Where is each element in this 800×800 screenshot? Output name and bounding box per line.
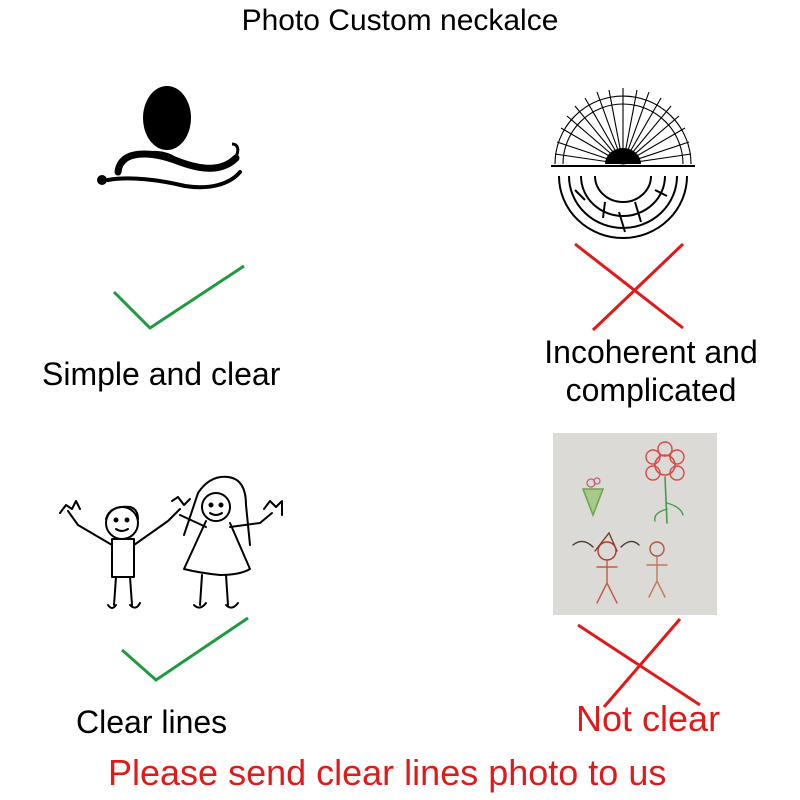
- clear-lines-label: Clear lines: [76, 704, 228, 740]
- clear-line-drawing-image: [59, 475, 283, 609]
- check-mark-icon: [121, 616, 249, 682]
- cross-mark-icon: [577, 618, 701, 708]
- simple-silhouette-image: [97, 86, 242, 190]
- complicated-radial-image: [551, 88, 695, 239]
- footer-instruction: Please send clear lines photo to us: [108, 752, 667, 793]
- incoherent-label-line2: complicated: [565, 372, 737, 408]
- incoherent-label: Incoherent and complicated: [520, 333, 782, 409]
- simple-and-clear-label: Simple and clear: [42, 356, 281, 392]
- page-title: Photo Custom neckalce: [241, 4, 559, 37]
- incoherent-label-line1: Incoherent and: [544, 334, 758, 370]
- check-mark-icon: [112, 264, 245, 330]
- unclear-photo-image: [553, 433, 717, 615]
- unclear-photo-drawing: [572, 441, 685, 604]
- cross-mark-icon: [574, 242, 685, 332]
- not-clear-label: Not clear: [576, 698, 721, 739]
